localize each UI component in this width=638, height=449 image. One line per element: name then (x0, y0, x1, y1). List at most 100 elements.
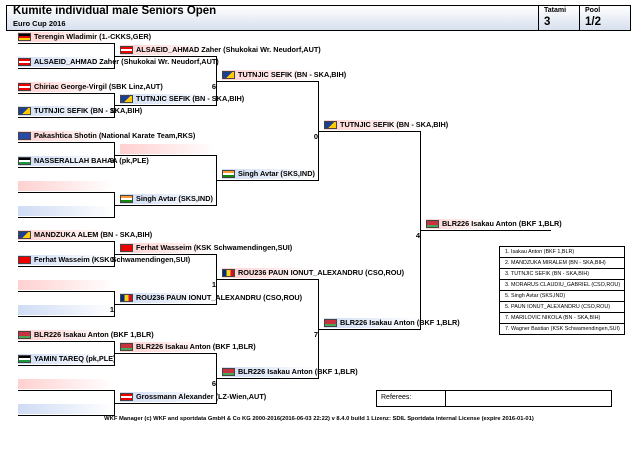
flag-icon (222, 269, 235, 277)
competitor-entry[interactable]: ROU236 PAUN IONUT_ALEXANDRU (CSO,ROU) (222, 267, 404, 280)
bracket-line (114, 155, 217, 156)
competitor-name: BLR226 Isakau Anton (BKF 1,BLR) (238, 367, 358, 376)
flag-icon (120, 294, 133, 302)
footer-license: WKF Manager (c) WKF and sportdata GmbH &… (104, 416, 534, 422)
header-bar: Kumite individual male Seniors Open Euro… (6, 5, 631, 31)
competitor-name: NASSERALLAH BAHAA (pk,PLE) (34, 156, 149, 165)
flag-icon (120, 195, 133, 203)
bracket-line (216, 81, 319, 82)
competitor-entry[interactable]: Grossmann Alexander (LZ-Wien,AUT) (120, 391, 266, 404)
competitor-name: TUTNJIC SEFIK (BN - SKA,BIH) (34, 106, 143, 115)
competitor-name: Pakashtica Shotin (National Karate Team,… (34, 131, 196, 140)
competitor-entry[interactable]: BLR226 Isakau Anton (BKF 1,BLR) (324, 317, 460, 330)
blue-corner-shade (18, 206, 114, 216)
bracket-line (18, 291, 115, 292)
bracket-line (18, 365, 115, 366)
blue-corner-shade (18, 57, 114, 67)
ranking-row: 7. MARILOVIC NIKOLA (BN - SKA,BIH) (500, 313, 624, 324)
bracket-line (18, 142, 115, 143)
competitor-entry[interactable]: TUTNJIC SEFIK (BN - SKA,BIH) (120, 93, 244, 106)
bracket-line (18, 192, 115, 193)
bracket-line (114, 353, 217, 354)
bracket-line (18, 241, 115, 242)
red-corner-shade (18, 330, 114, 340)
bracket-line (420, 230, 551, 231)
flag-icon (120, 343, 133, 351)
flag-icon (324, 319, 337, 327)
bracket-line (216, 279, 319, 280)
competitor-entry[interactable]: Ferhat Wasseim (KSK Schwamendingen,SUI) (18, 254, 190, 267)
competitor-entry[interactable]: TUTNJIC SEFIK (BN - SKA,BIH) (18, 105, 142, 118)
red-corner-shade (120, 45, 216, 55)
flag-icon (18, 231, 31, 239)
bracket-line (318, 131, 421, 132)
red-corner-shade (18, 379, 114, 389)
red-corner-shade (426, 219, 490, 229)
competitor-entry[interactable]: Terengin Wladimir (1.-CKKS,GER) (18, 31, 151, 44)
bout-score: 1 (109, 106, 114, 115)
competitor-name: Grossmann Alexander (LZ-Wien,AUT) (136, 392, 267, 401)
bracket-line (18, 68, 115, 69)
blue-corner-shade (120, 194, 216, 204)
competitor-entry[interactable]: TUTNJIC SEFIK (BN - SKA,BIH) (324, 119, 448, 132)
competitor-name: TUTNJIC SEFIK (BN - SKA,BIH) (136, 94, 245, 103)
bracket-line (318, 329, 421, 330)
competitor-entry[interactable]: Chiriac George-Virgil (SBK Linz,AUT) (18, 81, 163, 94)
red-corner-shade (18, 181, 114, 191)
competitor-entry[interactable]: Singh Avtar (SKS,IND) (222, 168, 318, 181)
competitor-name: TUTNJIC SEFIK (BN - SKA,BIH) (238, 70, 347, 79)
competitor-entry[interactable]: Pakashtica Shotin (National Karate Team,… (18, 130, 195, 143)
blue-corner-shade (18, 404, 114, 414)
competitor-entry[interactable]: MANDZUKA ALEM (BN - SKA,BIH) (18, 229, 152, 242)
red-corner-shade (18, 230, 114, 240)
blue-corner-shade (222, 169, 318, 179)
competitor-entry[interactable]: ROU236 PAUN IONUT_ALEXANDRU (CSO,ROU) (120, 292, 302, 305)
competitor-name: BLR226 Isakau Anton (BKF 1,BLR) (340, 318, 460, 327)
competitor-entry[interactable]: BLR226 Isakau Anton (BKF 1,BLR) (120, 341, 256, 354)
bracket-line (114, 304, 217, 305)
flag-icon (18, 157, 31, 165)
bout-score: 0 (109, 255, 114, 264)
red-corner-shade (18, 32, 114, 42)
competitor-entry[interactable]: BLR226 Isakau Anton (BKF 1,BLR) (426, 218, 562, 231)
bout-score: 9 (109, 156, 114, 165)
competitor-name: BLR226 Isakau Anton (BKF 1,BLR) (442, 219, 562, 228)
competitor-name: Chiriac George-Virgil (SBK Linz,AUT) (34, 82, 163, 91)
blue-corner-shade (18, 156, 114, 166)
bracket-line (18, 117, 115, 118)
bout-score: 1 (109, 305, 114, 314)
flag-icon (18, 58, 31, 66)
competitor-entry[interactable]: ALSAEID_AHMAD Zaher (Shukokai Wr. Neudor… (120, 44, 321, 57)
bracket-line (114, 105, 217, 106)
competitor-name: ROU236 PAUN IONUT_ALEXANDRU (CSO,ROU) (238, 268, 405, 277)
competitor-entry[interactable]: Singh Avtar (SKS,IND) (120, 193, 216, 206)
competitor-entry[interactable]: NASSERALLAH BAHAA (pk,PLE) (18, 155, 149, 168)
competitor-entry[interactable]: BLR226 Isakau Anton (BKF 1,BLR) (18, 329, 154, 342)
bracket-line (216, 378, 319, 379)
bout-score: 0 (313, 132, 318, 141)
flag-icon (324, 121, 337, 129)
red-corner-shade (222, 70, 318, 80)
bracket-line (18, 415, 115, 416)
bracket-line (114, 254, 217, 255)
blue-corner-shade (120, 392, 216, 402)
competitor-entry[interactable]: ALSAEID_AHMAD Zaher (Shukokai Wr. Neudor… (18, 56, 219, 69)
competitor-entry[interactable]: YAMIN TAREQ (pk,PLE) (18, 353, 116, 366)
competitor-entry[interactable]: TUTNJIC SEFIK (BN - SKA,BIH) (222, 69, 346, 82)
pool-label: Pool (585, 7, 601, 14)
bracket-line (114, 205, 217, 206)
flag-icon (120, 46, 133, 54)
red-corner-shade (18, 82, 114, 92)
bracket-line (114, 403, 217, 404)
ranking-row: 3. TUTNJIC SEFIK (BN - SKA,BIH) (500, 269, 624, 280)
competitor-name: BLR226 Isakau Anton (BKF 1,BLR) (136, 342, 256, 351)
flag-icon (18, 33, 31, 41)
competitor-entry[interactable]: Ferhat Wasseim (KSK Schwamendingen,SUI) (120, 242, 292, 255)
blue-corner-shade (120, 293, 216, 303)
ranking-row: 3. MORARUS CLAUDIU_GABRIEL (CSO,ROU) (500, 280, 624, 291)
blue-corner-shade (18, 106, 114, 116)
blue-corner-shade (222, 367, 318, 377)
ranking-row: 1. Isakau Anton (BKF 1,BLR) (500, 247, 624, 258)
competitor-name: Singh Avtar (SKS,IND) (238, 169, 315, 178)
competitor-entry[interactable]: BLR226 Isakau Anton (BKF 1,BLR) (222, 366, 358, 379)
